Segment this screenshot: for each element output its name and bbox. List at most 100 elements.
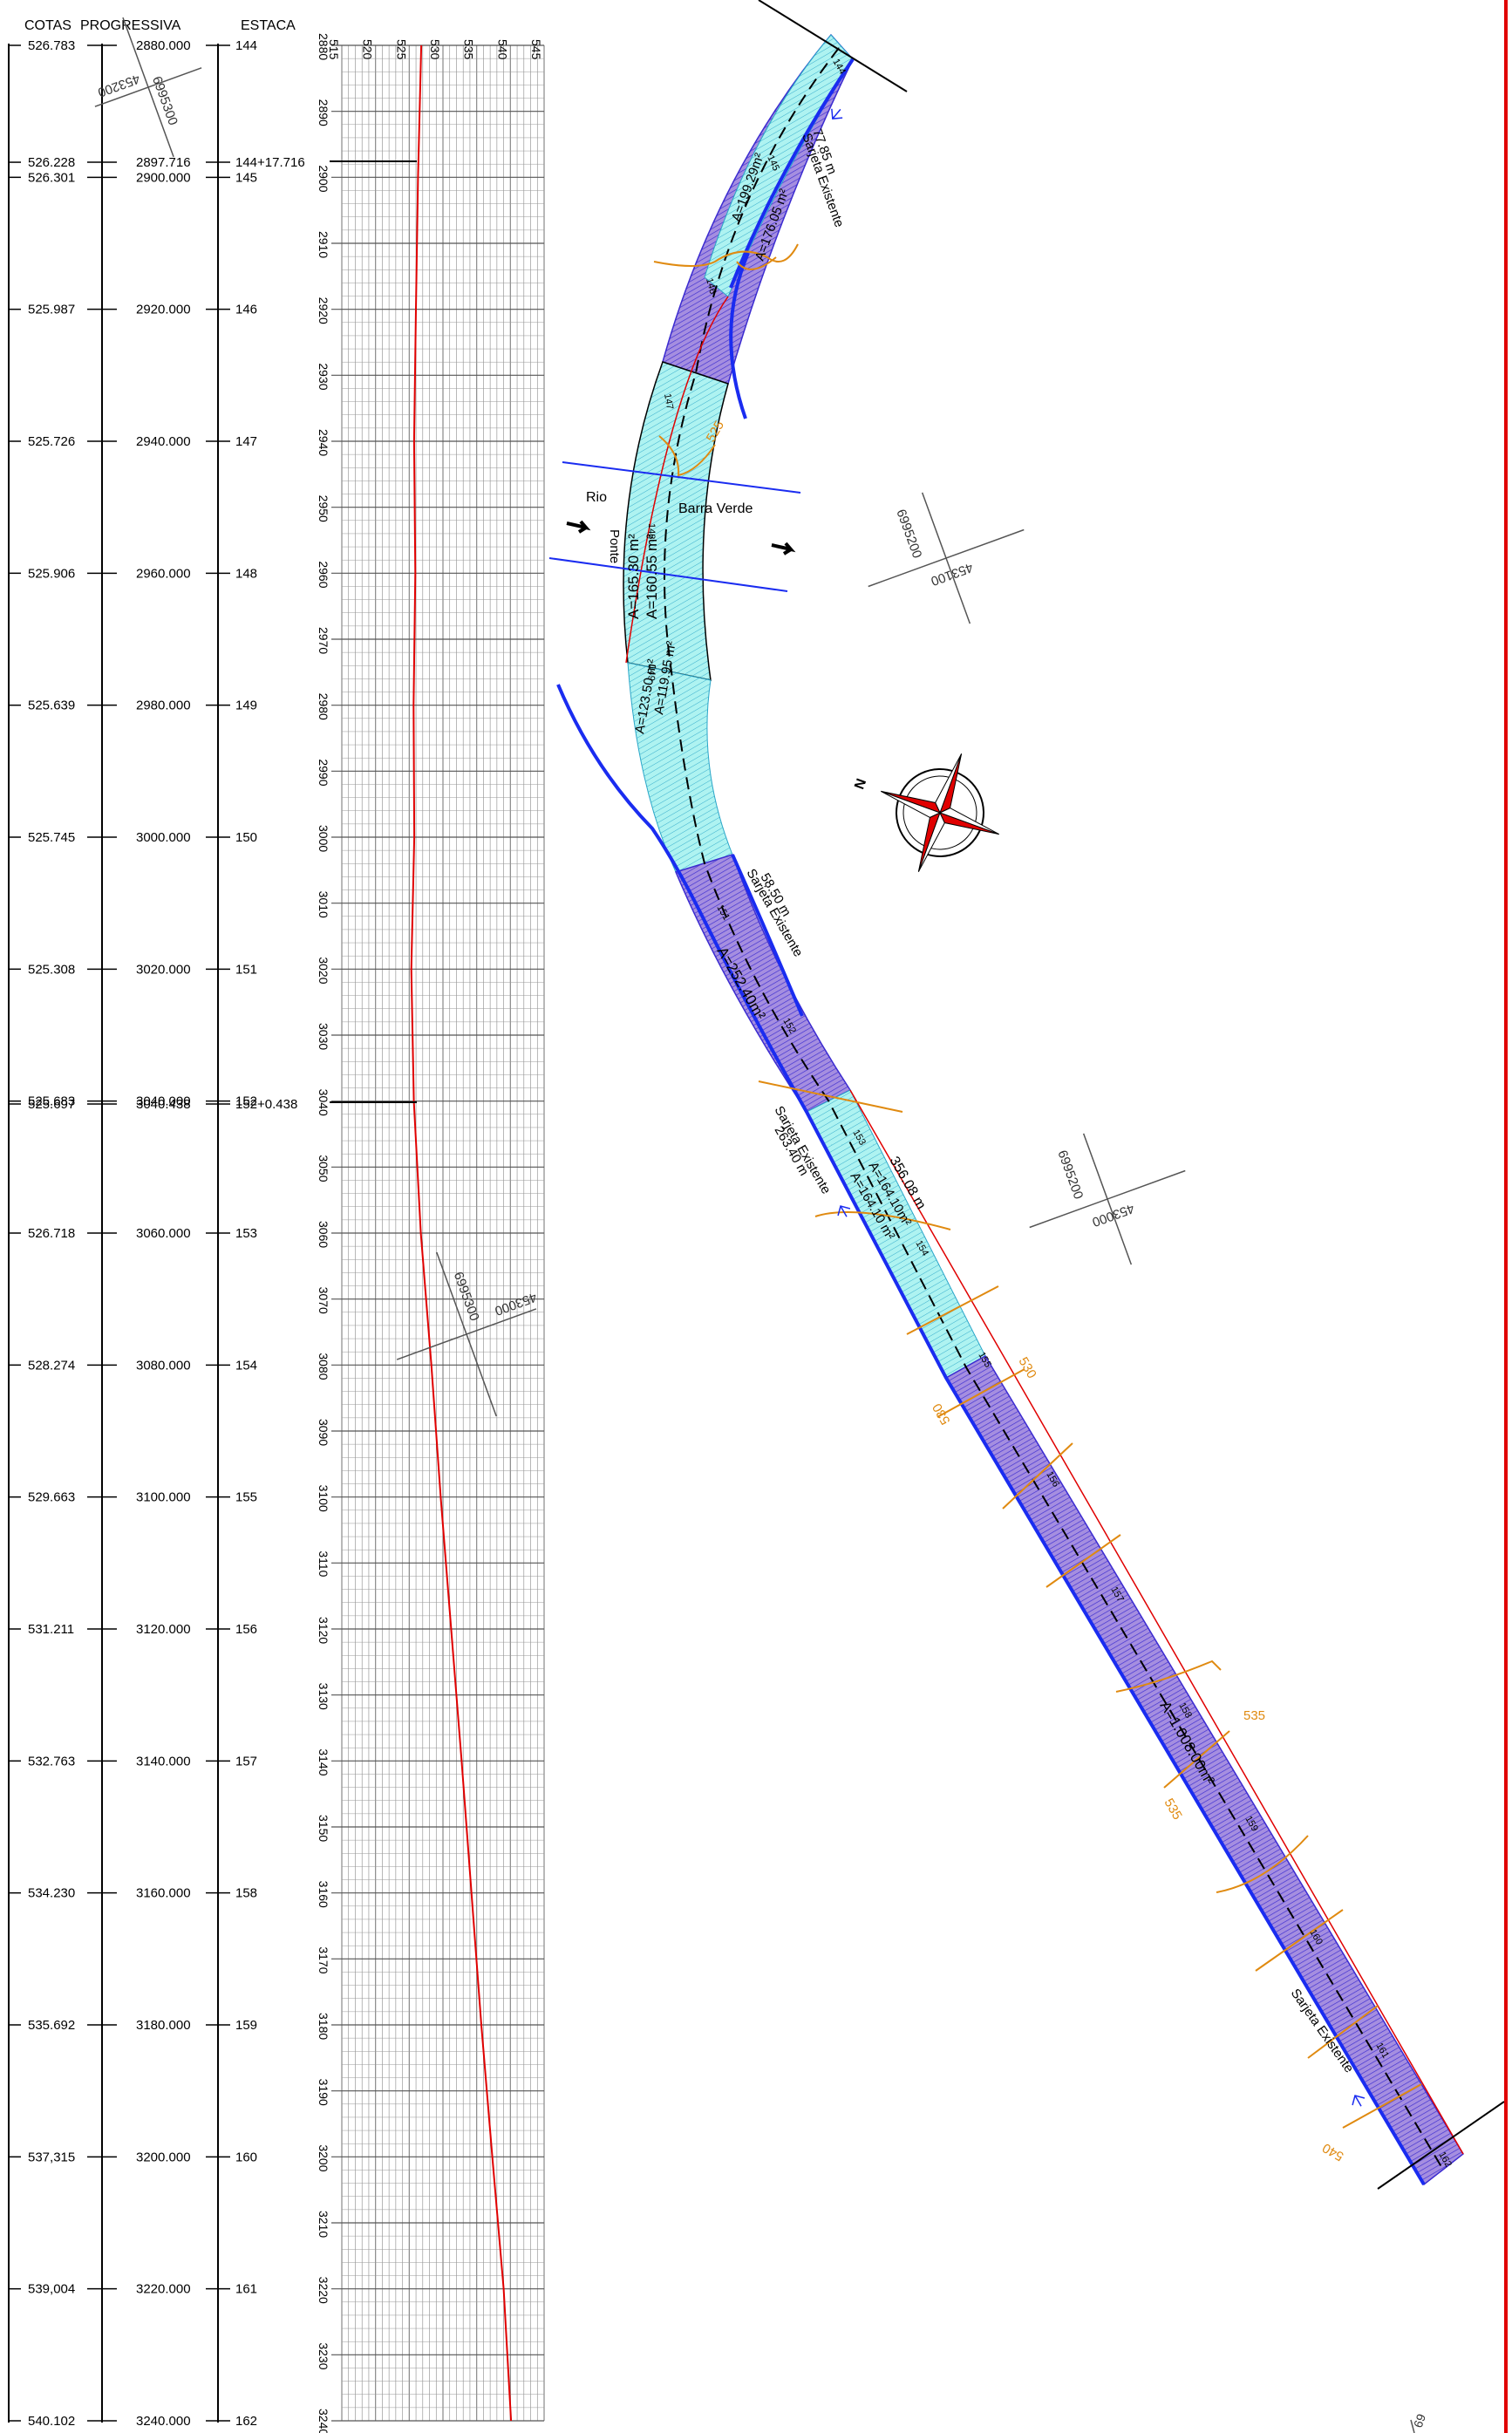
progressiva-value: 3140.000 xyxy=(136,1754,191,1769)
progressiva-value: 3080.000 xyxy=(136,1358,191,1373)
progressiva-value: 3200.000 xyxy=(136,2150,191,2164)
cota-value: 528.274 xyxy=(28,1358,75,1373)
progressiva-value: 3040.000 xyxy=(136,1094,191,1109)
cota-value: 525.697 xyxy=(28,1097,75,1112)
cota-value: 525.308 xyxy=(28,962,75,977)
coord-b-e: 453100 xyxy=(929,560,975,589)
coord-cross-plan-2: 6995200 453000 xyxy=(1029,1133,1186,1265)
elev-tick-label: 535 xyxy=(462,39,476,60)
estaca-value: 160 xyxy=(235,2150,257,2164)
area-160: A=160.55 m² xyxy=(644,534,660,619)
elev-tick-label: 520 xyxy=(361,39,375,60)
table-row: 525.745 3000.000 150 xyxy=(9,830,257,845)
chain-tick-label: 3110 xyxy=(317,1550,330,1577)
estaca-value: 150 xyxy=(235,830,257,845)
progressiva-value: 2940.000 xyxy=(136,434,191,449)
cota-value: 525.745 xyxy=(28,830,75,845)
chain-tick-label: 3230 xyxy=(317,2342,330,2369)
progressiva-value: 3020.000 xyxy=(136,962,191,977)
cota-value: 539,004 xyxy=(28,2282,75,2297)
sarjeta-1-line xyxy=(729,58,855,289)
cota-value: 529.663 xyxy=(28,1490,75,1505)
estaca-value: 155 xyxy=(235,1490,257,1505)
estaca-value: 144+17.716 xyxy=(235,155,305,170)
chain-tick-label: 3180 xyxy=(317,2013,330,2040)
cota-value: 525.639 xyxy=(28,699,75,713)
progressiva-value: 2960.000 xyxy=(136,566,191,581)
station-146: 146 xyxy=(704,277,718,296)
cota-value: 526.301 xyxy=(28,170,75,185)
chain-tick-label: 3120 xyxy=(317,1617,330,1644)
cota-value: 534.230 xyxy=(28,1886,75,1901)
estaca-value: 153 xyxy=(235,1226,257,1241)
header-cotas: COTAS xyxy=(24,18,72,33)
cota-value: 535.692 xyxy=(28,2018,75,2033)
area-165: A=165.30 m² xyxy=(625,534,642,619)
estaca-value: 145 xyxy=(235,170,257,185)
chain-tick-label: 2950 xyxy=(317,495,330,522)
progressiva-value: 2900.000 xyxy=(136,170,191,185)
estaca-value: 148 xyxy=(235,566,257,581)
chain-tick-label: 3150 xyxy=(317,1815,330,1842)
chain-tick-label: 3160 xyxy=(317,1881,330,1908)
progressiva-value: 3060.000 xyxy=(136,1226,191,1241)
label-rio: Rio xyxy=(586,490,607,505)
chain-tick-label: 2970 xyxy=(317,627,330,654)
coord-b-n: 6995200 xyxy=(893,508,924,561)
elev-tick-label: 540 xyxy=(495,39,509,60)
progressiva-value: 3180.000 xyxy=(136,2018,191,2033)
start-line xyxy=(758,0,908,92)
progressiva-value: 2897.716 xyxy=(136,155,191,170)
table-row: 526.301 2900.000 145 xyxy=(9,170,257,185)
coord-fragment: 69 xyxy=(1411,2412,1428,2430)
cota-value: 525.683 xyxy=(28,1094,75,1109)
chain-tick-label: 3190 xyxy=(317,2079,330,2106)
progressiva-value: 3000.000 xyxy=(136,830,191,845)
elev-tick-label: 525 xyxy=(394,39,408,60)
chain-tick-label: 3050 xyxy=(317,1155,330,1182)
chain-tick-label: 3030 xyxy=(317,1023,330,1050)
chain-tick-label: 2960 xyxy=(317,561,330,588)
cota-value: 526.718 xyxy=(28,1226,75,1241)
chain-tick-label: 2920 xyxy=(317,297,330,324)
cota-value: 532.763 xyxy=(28,1754,75,1769)
end-line xyxy=(1377,2101,1505,2190)
elev-tick-label: 545 xyxy=(529,39,543,60)
table-row: 529.663 3100.000 155 xyxy=(9,1490,257,1505)
coord-cross-profile: 6995300 453000 xyxy=(396,1251,539,1417)
river-bank-1 xyxy=(562,461,801,494)
table-row: 526.228 2897.716 144+17.716 xyxy=(9,155,305,170)
station-149: 149 xyxy=(645,664,657,681)
chain-tick-label: 3000 xyxy=(317,825,330,852)
cota-value: 531.211 xyxy=(28,1622,74,1637)
cota-value: 526.228 xyxy=(28,155,75,170)
chain-tick-label: 2980 xyxy=(317,693,330,720)
chain-tick-label: 3170 xyxy=(317,1946,330,1973)
chain-tick-label: 2910 xyxy=(317,231,330,258)
progressiva-value: 3040.438 xyxy=(136,1097,191,1112)
progressiva-value: 3100.000 xyxy=(136,1490,191,1505)
label-ponte: Ponte xyxy=(607,529,622,563)
estaca-value: 158 xyxy=(235,1886,257,1901)
svg-text:N: N xyxy=(852,777,869,792)
sarjeta-flow-arrow-2 xyxy=(837,1205,851,1217)
progressiva-value: 2920.000 xyxy=(136,303,191,317)
chain-tick-label: 3200 xyxy=(317,2144,330,2171)
chain-tick-label: 3090 xyxy=(317,1419,330,1446)
contour-540: 540 xyxy=(1320,2140,1346,2164)
sarjeta-left-line xyxy=(556,684,1426,2186)
chain-tick-label: 2940 xyxy=(317,429,330,456)
cota-value: 540.102 xyxy=(28,2414,75,2429)
cota-value: 525.906 xyxy=(28,566,75,581)
chain-tick-label: 3220 xyxy=(317,2277,330,2304)
chain-tick-label: 2900 xyxy=(317,165,330,192)
table-row: 525.906 2960.000 148 xyxy=(9,566,257,581)
